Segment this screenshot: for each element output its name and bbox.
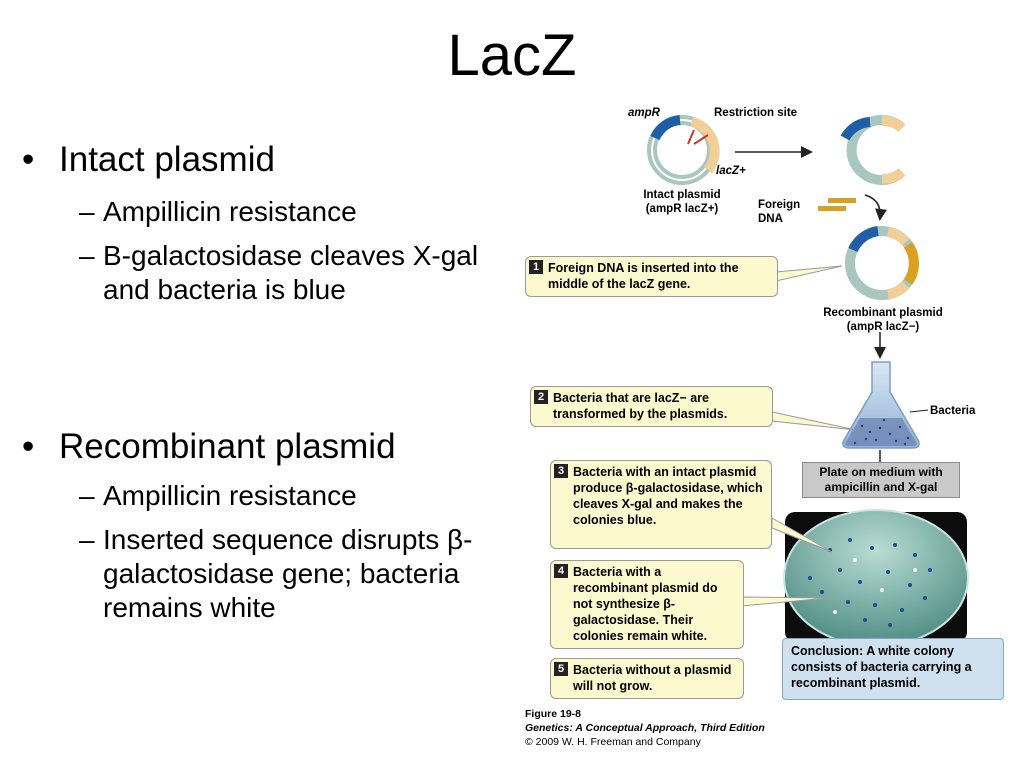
step-text: Bacteria with a recombinant plasmid do n… <box>573 565 718 643</box>
step-3-box: 3 Bacteria with an intact plasmid produc… <box>550 460 772 549</box>
lacz-plus-label: lacZ+ <box>716 165 746 177</box>
cut-plasmid-icon <box>840 115 906 185</box>
figure-source: Genetics: A Conceptual Approach, Third E… <box>525 722 765 734</box>
amp-r-label: ampR <box>628 107 660 119</box>
sub-bullet-text: Ampillicin resistance <box>103 196 357 227</box>
step-number: 1 <box>529 260 543 274</box>
figure-copyright: © 2009 W. H. Freeman and Company <box>525 736 701 748</box>
step-5-box: 5 Bacteria without a plasmid will not gr… <box>550 658 744 699</box>
lacz-figure: ampR Restriction site lacZ+ Intact plasm… <box>510 100 1010 760</box>
step-1-box: 1 Foreign DNA is inserted into the middl… <box>525 256 778 297</box>
bacteria-label: Bacteria <box>930 405 976 417</box>
step-4-box: 4 Bacteria with a recombinant plasmid do… <box>550 560 744 649</box>
intact-plasmid-icon <box>647 115 720 185</box>
figure-graphics <box>647 115 969 647</box>
callout-pointer <box>775 265 843 282</box>
bullet-heading: Recombinant plasmid <box>59 427 396 466</box>
conclusion-box: Conclusion: A white colony consists of b… <box>782 638 1004 700</box>
dash-glyph: – <box>79 240 95 271</box>
slide-title: LacZ <box>447 23 577 88</box>
sub-bullet-text: Inserted sequence disrupts β-galactosida… <box>103 524 473 623</box>
step-2-box: 2 Bacteria that are lacZ− are transforme… <box>530 386 773 427</box>
step-number: 4 <box>554 564 568 578</box>
step-number: 3 <box>554 464 568 478</box>
figure-number: Figure 19-8 <box>525 708 582 720</box>
restriction-site-label: Restriction site <box>714 107 798 119</box>
bullet-heading: Intact plasmid <box>59 140 275 179</box>
step-text: Bacteria with an intact plasmid produce … <box>573 465 763 527</box>
intact-genotype-label: (ampR lacZ+) <box>645 203 719 215</box>
dash-glyph: – <box>79 524 95 555</box>
recombinant-plasmid-icon <box>845 226 919 300</box>
sub-bullet-text: Ampillicin resistance <box>103 480 357 511</box>
foreign-dna-label: Foreign DNA <box>758 199 801 225</box>
foreign-dna-icon <box>818 198 856 211</box>
arrow-icon <box>864 194 887 221</box>
petri-dish-image <box>783 509 969 647</box>
dash-glyph: – <box>79 196 95 227</box>
intact-plasmid-label: Intact plasmid <box>643 189 721 201</box>
flask-icon <box>842 361 920 449</box>
sub-bullet-text: B-galactosidase cleaves X-gal and bacter… <box>103 240 479 305</box>
recombinant-plasmid-label: Recombinant plasmid <box>823 307 943 319</box>
callout-pointer <box>771 411 857 431</box>
step-number: 5 <box>554 662 568 676</box>
step-text: Foreign DNA is inserted into the middle … <box>548 261 739 291</box>
step-number: 2 <box>534 390 548 404</box>
callout-pointer <box>771 517 833 553</box>
bullet-dot: • <box>22 140 35 179</box>
step-text: Bacteria that are lacZ− are transformed … <box>553 391 728 421</box>
plate-medium-label: Plate on medium with ampicillin and X-ga… <box>802 462 960 498</box>
bullet-dot: • <box>22 427 35 466</box>
dash-glyph: – <box>79 480 95 511</box>
recombinant-genotype-label: (ampR lacZ−) <box>846 321 920 333</box>
step-text: Bacteria without a plasmid will not grow… <box>573 663 732 693</box>
